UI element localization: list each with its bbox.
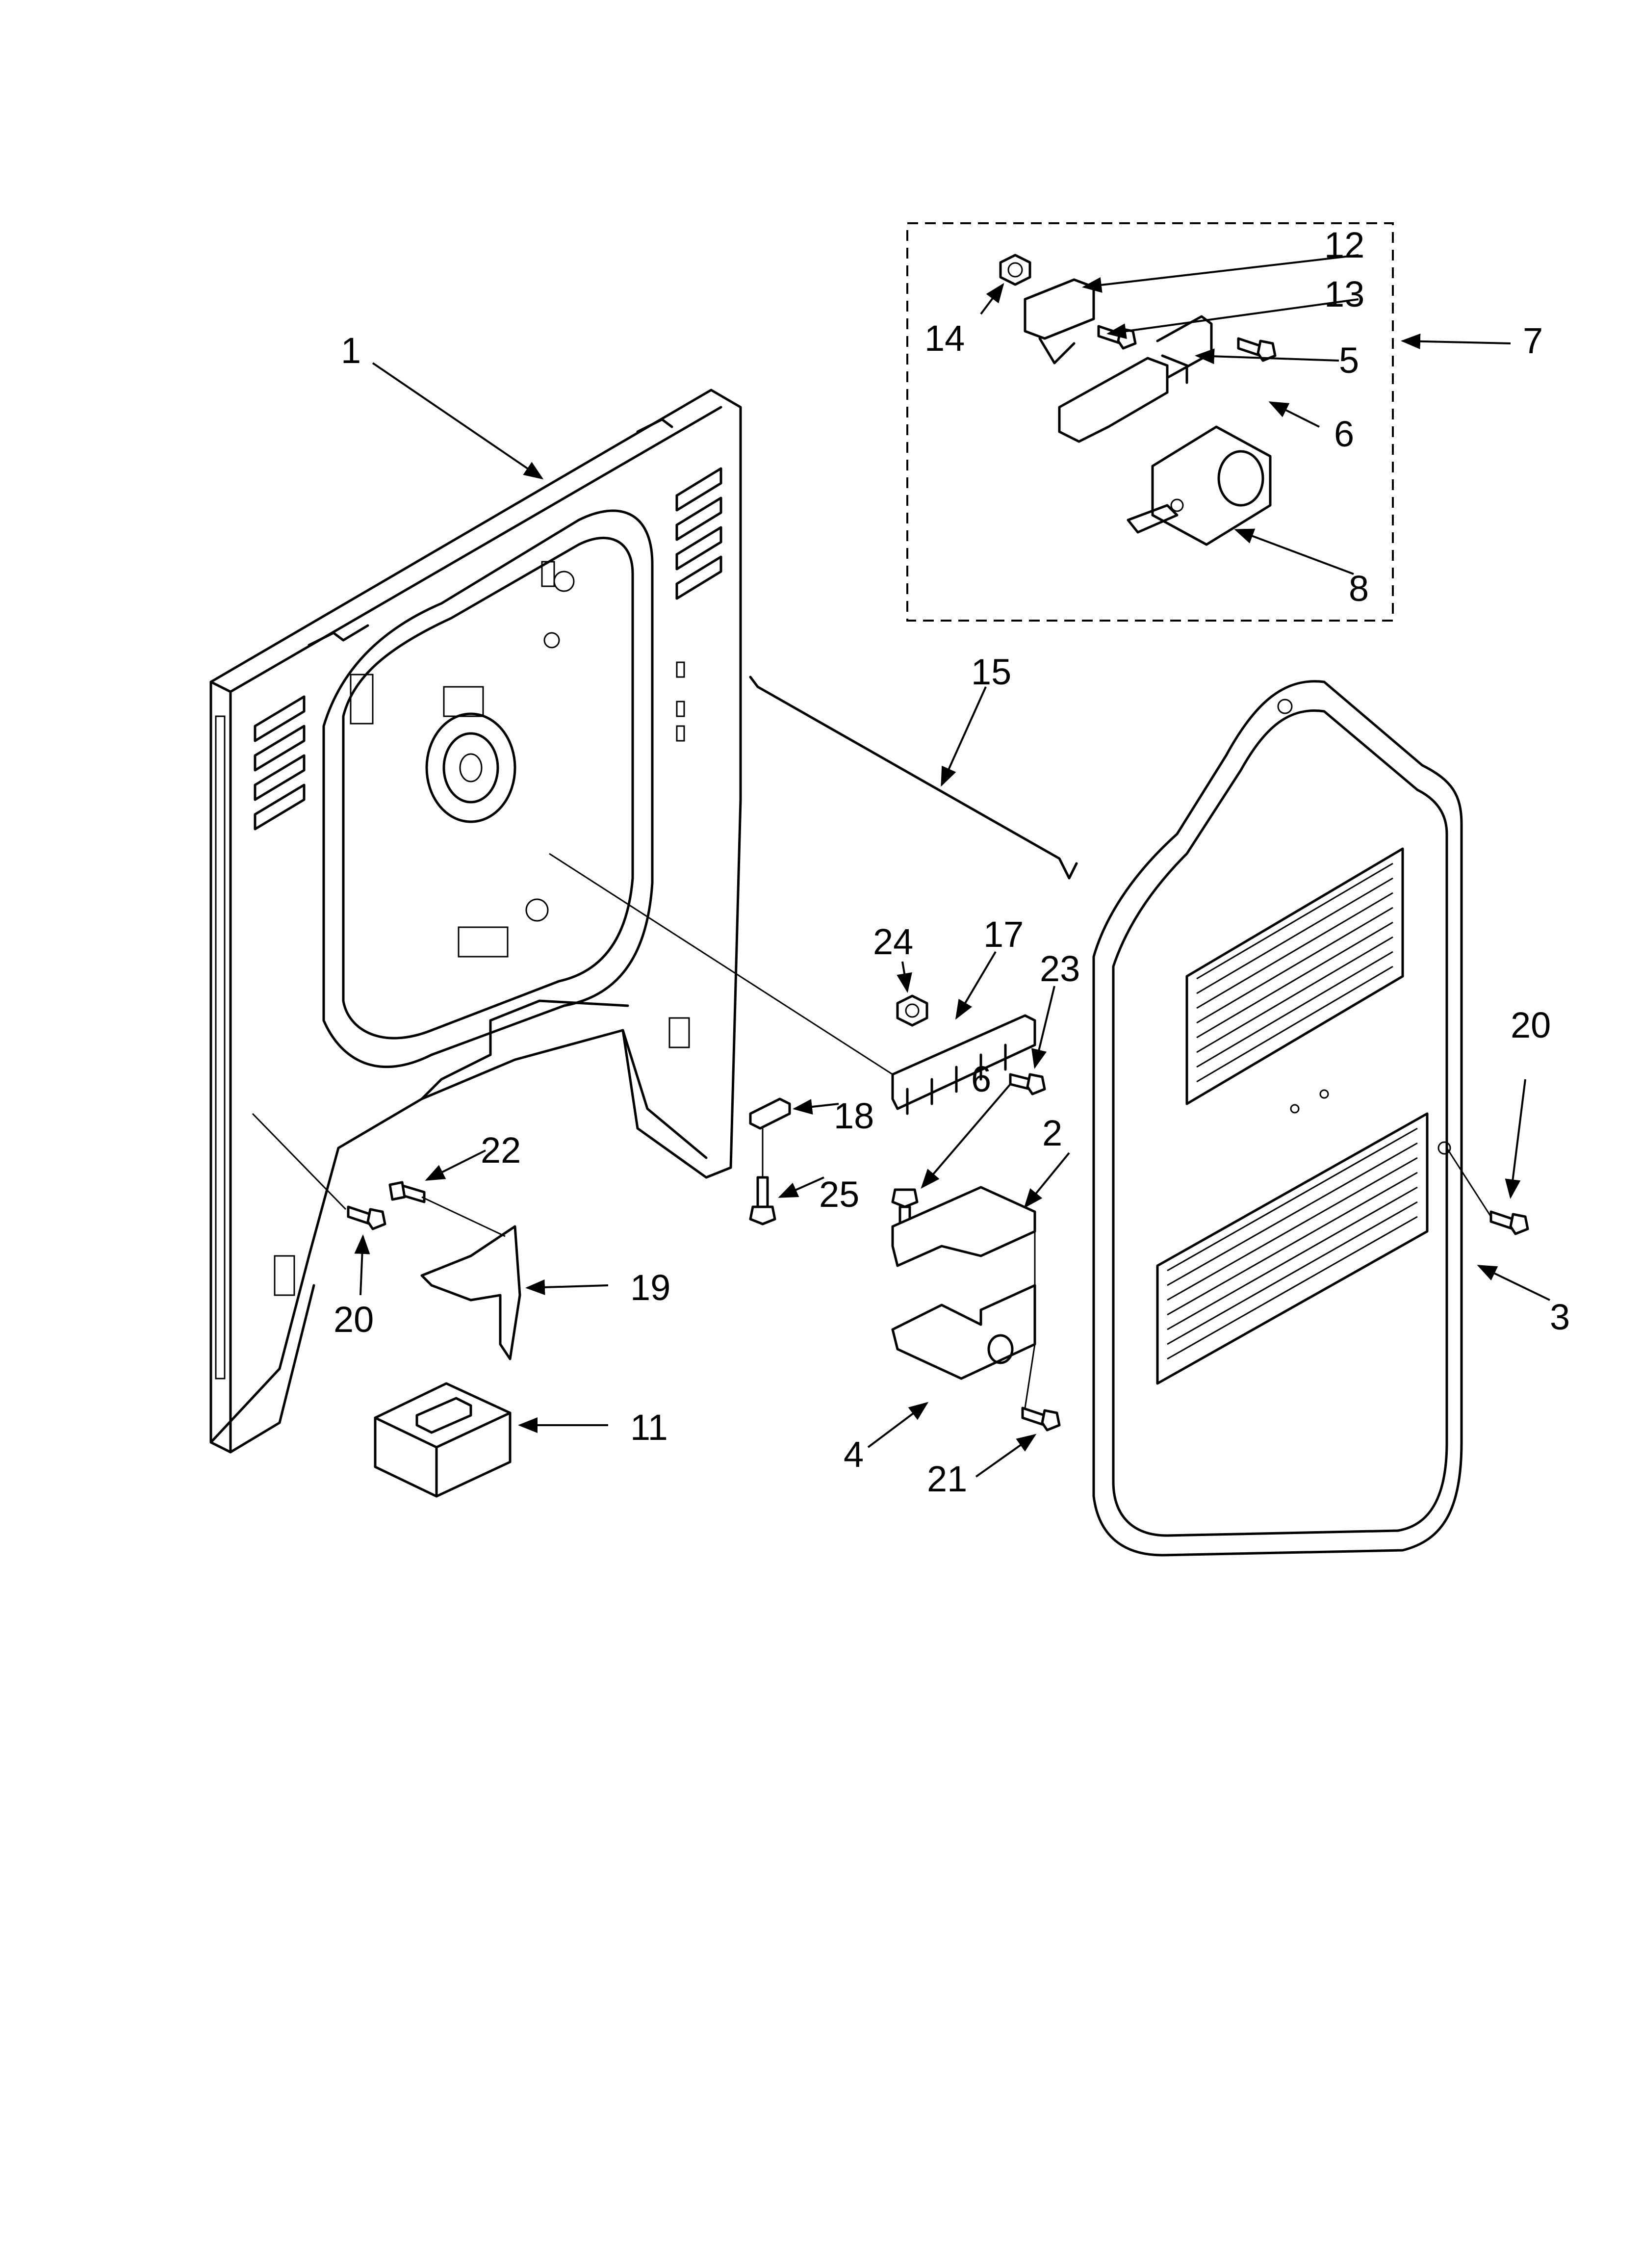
callout-7: 7 xyxy=(1523,320,1543,361)
callout-3: 3 xyxy=(1550,1297,1570,1337)
callout-22: 22 xyxy=(481,1130,521,1171)
bracket-5 xyxy=(1058,315,1213,443)
housing-4 xyxy=(891,1284,1036,1380)
callouts: 1 12 13 14 5 7 6 8 15 24 17 23 18 6 2 25… xyxy=(334,225,1570,1499)
screw-13 xyxy=(1097,325,1137,350)
nut xyxy=(999,254,1031,286)
rear-panel xyxy=(209,389,742,1454)
callout-12: 12 xyxy=(1324,225,1364,265)
callout-6-mid: 6 xyxy=(971,1059,991,1099)
rod xyxy=(749,676,1078,880)
callout-13: 13 xyxy=(1324,274,1364,314)
callout-15: 15 xyxy=(971,652,1011,692)
bracket-19 xyxy=(420,1225,521,1360)
callout-18: 18 xyxy=(834,1095,874,1136)
callout-25: 25 xyxy=(819,1174,859,1215)
screw-21 xyxy=(1021,1407,1061,1432)
side-panel xyxy=(1092,680,1463,1557)
callout-2: 2 xyxy=(1042,1113,1062,1153)
callout-21: 21 xyxy=(927,1459,967,1499)
switch-block xyxy=(1024,278,1095,365)
callout-20-left: 20 xyxy=(334,1299,374,1340)
callout-14: 14 xyxy=(924,318,965,359)
callout-5: 5 xyxy=(1339,340,1359,381)
callout-17: 17 xyxy=(983,914,1024,955)
callout-24: 24 xyxy=(873,921,913,962)
callout-19: 19 xyxy=(630,1267,670,1308)
callout-8: 8 xyxy=(1349,568,1369,609)
screw-22 xyxy=(388,1181,426,1203)
screw-25 xyxy=(749,1176,776,1225)
solenoid xyxy=(1127,425,1272,546)
screw-20-right xyxy=(1489,1210,1529,1235)
screw-23 xyxy=(1009,1073,1046,1095)
leader-lines xyxy=(252,254,1550,1478)
screw-20-left xyxy=(347,1205,386,1230)
callout-1: 1 xyxy=(341,330,361,371)
wire-clip xyxy=(891,1014,1036,1115)
bracket-2 xyxy=(891,1186,1036,1267)
nut-24 xyxy=(896,994,928,1027)
callout-23: 23 xyxy=(1040,948,1080,989)
callout-20-right: 20 xyxy=(1511,1005,1551,1045)
box-11 xyxy=(374,1382,512,1498)
callout-4: 4 xyxy=(844,1434,864,1475)
callout-6-top: 6 xyxy=(1334,414,1354,454)
clip-18 xyxy=(749,1097,791,1130)
callout-11: 11 xyxy=(630,1407,668,1448)
